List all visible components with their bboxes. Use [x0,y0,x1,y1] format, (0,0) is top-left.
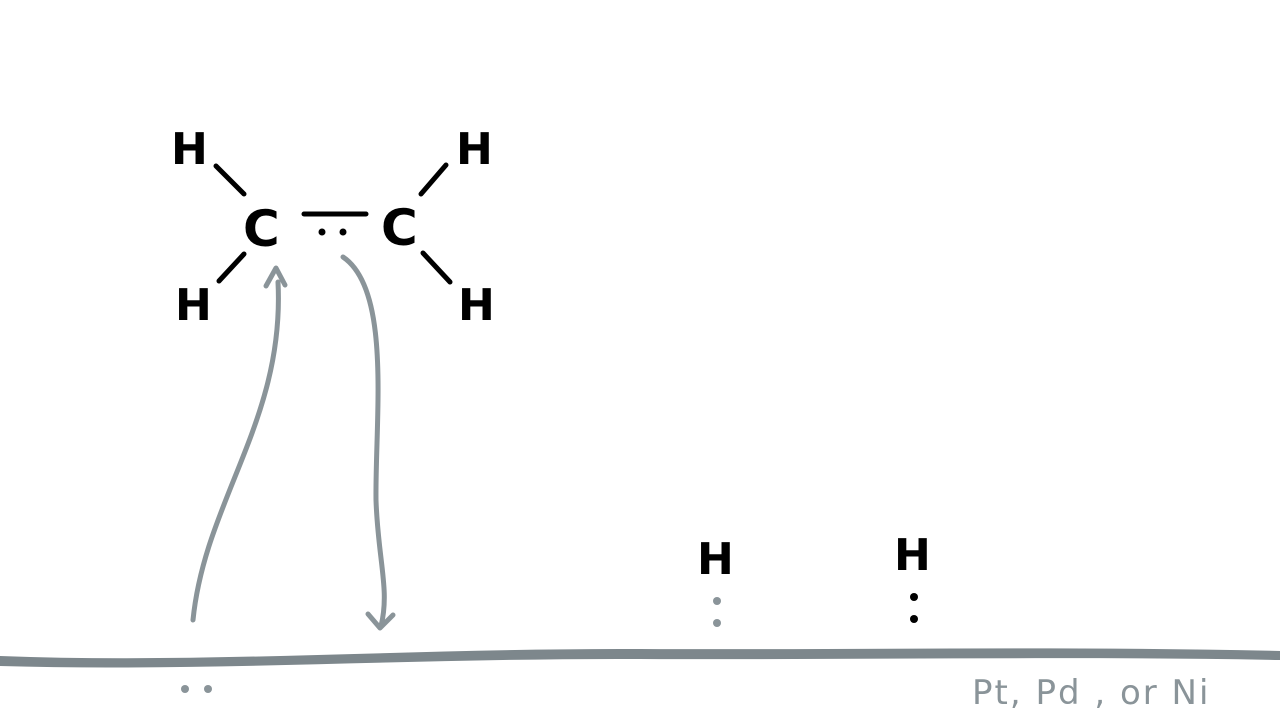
pi-electron [339,228,347,236]
bond-h-bottom-left [216,251,247,284]
hydrogen-top-left: H [171,124,208,175]
arrow-surface-to-carbon [190,279,281,623]
carbon-right: C [381,199,418,257]
hydrogen-electron [910,615,918,623]
carbon-left: C [243,200,280,258]
hydrogen-bottom-left: H [175,280,212,331]
bond-h-top-left [213,163,247,197]
electron-arrows [190,254,396,631]
catalyst-label: Pt, Pd , or Ni [972,673,1210,713]
ethylene-molecule: C C H H H H [171,124,495,331]
metal-surface [0,648,1280,668]
hydrogen-bottom-right: H [458,280,495,331]
pi-electron [318,228,326,236]
hydrogen-electron [910,593,918,601]
bond-h-top-right [418,162,449,197]
arrowhead-down [365,611,396,631]
bond-h-bottom-right [420,250,453,285]
arrowhead-up [263,265,288,289]
hydrogen-surface-electron [713,619,721,627]
arrow-pi-to-surface [340,254,387,629]
hydrogen-top-right: H [456,124,493,175]
surface-hydrogen-2: H [894,530,931,581]
hydrogen-surface-electron [713,597,721,605]
surface-hydrogens: H H [697,530,931,627]
surface-electron [181,685,189,693]
surface-hydrogen-1: H [697,534,734,585]
surface-electron [204,685,212,693]
